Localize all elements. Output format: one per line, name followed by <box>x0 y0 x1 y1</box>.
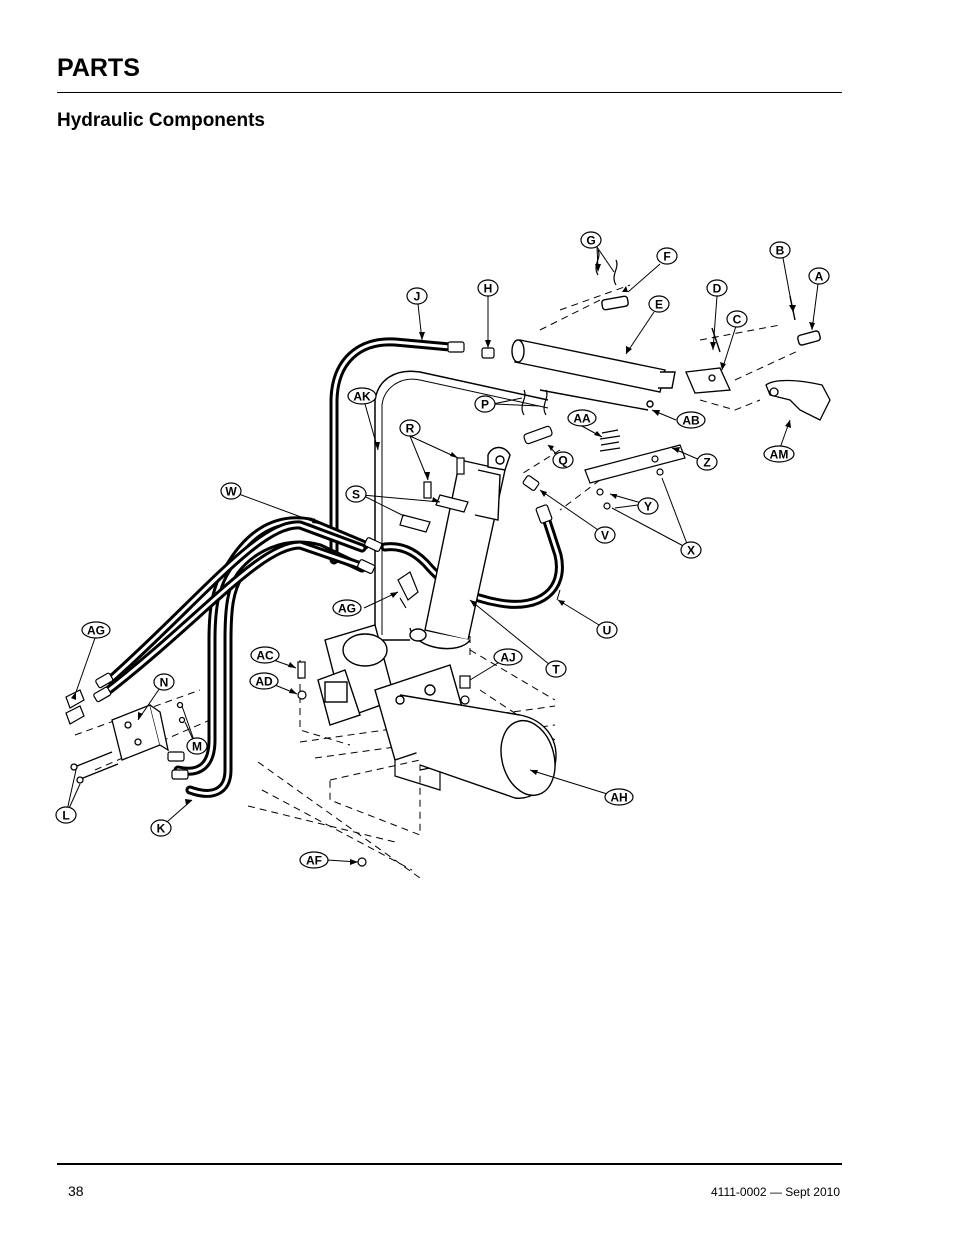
callout-y: Y <box>637 497 659 515</box>
callout-f: F <box>656 247 678 265</box>
svg-text:AC: AC <box>256 649 274 663</box>
svg-text:U: U <box>603 624 612 638</box>
svg-text:AD: AD <box>255 675 273 689</box>
callout-d: D <box>706 279 728 297</box>
svg-text:H: H <box>484 282 493 296</box>
svg-text:T: T <box>552 663 560 677</box>
callout-s: S <box>345 485 367 503</box>
callout-e: E <box>648 295 670 313</box>
callout-ag-upper: AG <box>332 599 362 617</box>
callout-z: Z <box>696 453 718 471</box>
callout-p: P <box>474 395 496 413</box>
svg-text:D: D <box>713 282 722 296</box>
callout-labels: G F B A H J D E C AK P AA AB R Q AM Z W … <box>55 231 830 869</box>
svg-text:AG: AG <box>338 602 356 616</box>
callout-a: A <box>808 267 830 285</box>
subsection-title: Hydraulic Components <box>57 110 265 131</box>
callout-aa: AA <box>567 409 597 427</box>
callout-r: R <box>399 419 421 437</box>
callout-q: Q <box>552 451 574 469</box>
svg-text:AK: AK <box>353 390 371 404</box>
callout-ah: AH <box>604 788 634 806</box>
svg-text:Q: Q <box>558 454 567 468</box>
callout-h: H <box>477 279 499 297</box>
svg-text:M: M <box>192 740 202 754</box>
callout-b: B <box>769 241 791 259</box>
callout-ag-left: AG <box>81 621 111 639</box>
svg-text:A: A <box>815 270 824 284</box>
callout-w: W <box>220 482 242 500</box>
svg-text:AM: AM <box>770 448 789 462</box>
svg-text:X: X <box>687 544 695 558</box>
callout-j: J <box>406 287 428 305</box>
svg-text:AF: AF <box>306 854 322 868</box>
svg-text:Y: Y <box>644 500 652 514</box>
callout-am: AM <box>763 445 795 463</box>
top-cylinder <box>511 295 821 411</box>
svg-text:N: N <box>160 676 169 690</box>
svg-text:S: S <box>352 488 360 502</box>
callout-ac: AC <box>250 646 280 664</box>
svg-text:AA: AA <box>573 412 591 426</box>
callout-u: U <box>596 621 618 639</box>
control-valve <box>70 701 186 784</box>
callout-x: X <box>680 541 702 559</box>
callout-ad: AD <box>249 672 279 690</box>
clevis-and-arm <box>685 367 831 421</box>
callout-l: L <box>55 806 77 824</box>
document-reference: 4111-0002 — Sept 2010 <box>711 1185 840 1199</box>
lift-cylinder <box>409 446 511 650</box>
svg-text:Z: Z <box>703 456 710 470</box>
svg-text:W: W <box>225 485 237 499</box>
svg-text:R: R <box>406 422 415 436</box>
svg-text:AB: AB <box>682 414 700 428</box>
callout-n: N <box>153 673 175 691</box>
callout-ak: AK <box>347 387 377 405</box>
svg-text:V: V <box>601 529 609 543</box>
svg-text:AG: AG <box>87 624 105 638</box>
callout-af: AF <box>299 851 329 869</box>
section-title: PARTS <box>57 54 140 82</box>
header-rule <box>57 92 842 93</box>
svg-text:G: G <box>586 234 595 248</box>
page-number: 38 <box>68 1183 84 1199</box>
callout-m: M <box>186 737 208 755</box>
motor-and-reservoir <box>317 624 557 799</box>
callout-c: C <box>726 310 748 328</box>
svg-text:AH: AH <box>610 791 627 805</box>
svg-text:K: K <box>157 822 166 836</box>
svg-text:B: B <box>776 244 785 258</box>
callout-arrowheads <box>71 264 815 865</box>
svg-text:L: L <box>62 809 69 823</box>
callout-ab: AB <box>676 411 706 429</box>
svg-text:AJ: AJ <box>500 651 515 665</box>
svg-text:F: F <box>663 250 670 264</box>
callout-t: T <box>545 660 567 678</box>
footer-rule <box>57 1163 842 1165</box>
callout-v: V <box>594 526 616 544</box>
callout-k: K <box>150 819 172 837</box>
svg-text:P: P <box>481 398 489 412</box>
callout-g: G <box>580 231 602 249</box>
svg-text:J: J <box>414 290 421 304</box>
callout-aj: AJ <box>493 648 523 666</box>
svg-text:E: E <box>655 298 663 312</box>
svg-text:C: C <box>733 313 742 327</box>
